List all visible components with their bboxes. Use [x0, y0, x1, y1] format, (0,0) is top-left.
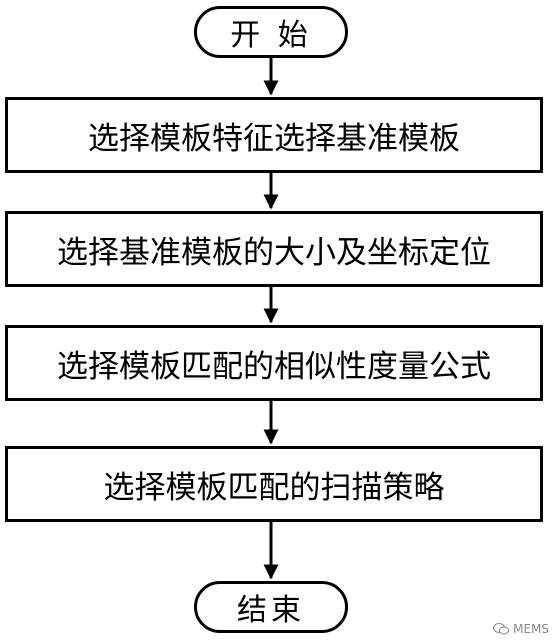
process-step-2: 选择基准模板的大小及坐标定位: [5, 211, 543, 287]
start-node: 开 始: [194, 6, 348, 58]
watermark: MEMS: [493, 622, 549, 636]
process-step-3: 选择模板匹配的相似性度量公式: [5, 325, 543, 401]
step-3-label: 选择模板匹配的相似性度量公式: [57, 348, 491, 385]
step-2-label: 选择基准模板的大小及坐标定位: [57, 234, 491, 271]
end-node: 结束: [194, 581, 348, 633]
watermark-text: MEMS: [513, 622, 549, 636]
wechat-icon: [493, 623, 510, 635]
process-step-1: 选择模板特征选择基准模板: [5, 97, 543, 173]
step-4-label: 选择模板匹配的扫描策略: [103, 469, 445, 506]
process-step-4: 选择模板匹配的扫描策略: [5, 446, 543, 522]
step-1-label: 选择模板特征选择基准模板: [88, 120, 460, 157]
start-label: 开 始: [230, 18, 312, 53]
end-label: 结束: [237, 593, 305, 628]
